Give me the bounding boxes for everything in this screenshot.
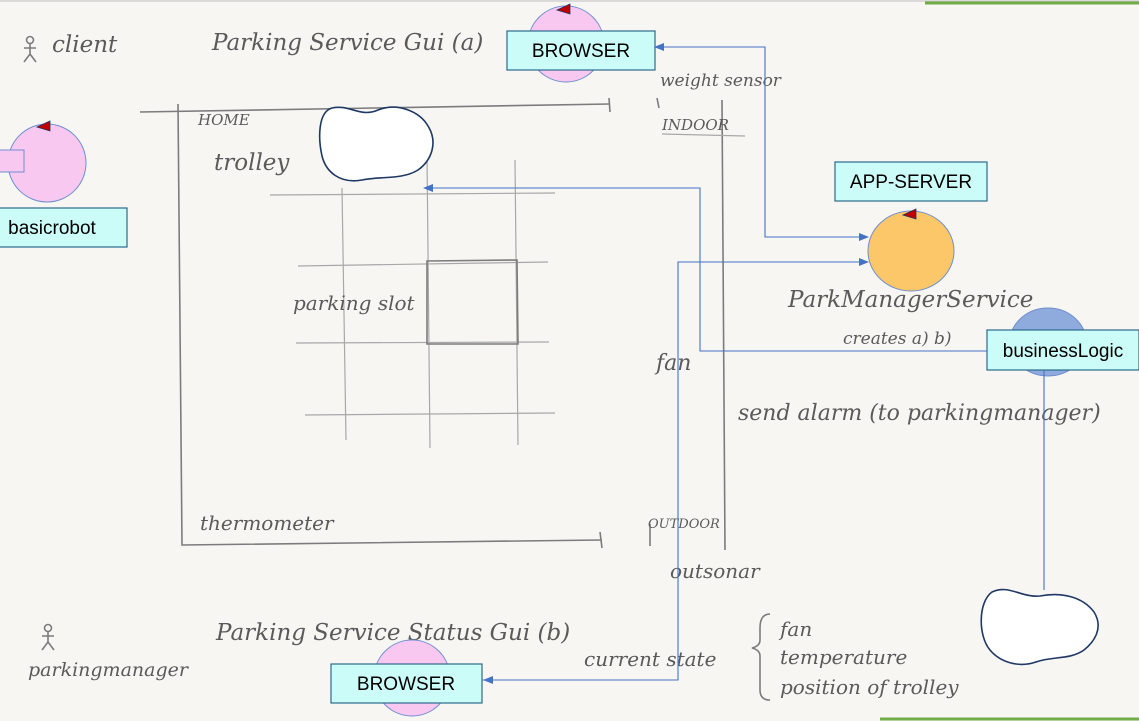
parking-slot-label: parking slot xyxy=(293,291,416,315)
browser-top-box xyxy=(506,30,656,71)
browser-bottom-box xyxy=(330,663,483,704)
weight-sensor-label: weight sensor xyxy=(660,71,782,91)
browser-top-flag-icon xyxy=(555,3,571,15)
browser-top-node[interactable]: BROWSER xyxy=(506,3,656,83)
send-alarm-label: send alarm (to parkingmanager) xyxy=(738,401,1101,426)
fan-label: fan xyxy=(654,351,691,376)
basicrobot-node[interactable]: basicrobot xyxy=(0,120,128,248)
current-state-label: current state xyxy=(584,647,716,671)
business-logic-node[interactable]: businessLogic xyxy=(986,307,1139,377)
state-position-label: position of trolley xyxy=(780,675,959,699)
app-server-label: APP-SERVER xyxy=(850,172,972,193)
basicrobot-box xyxy=(0,207,128,248)
basicrobot-port xyxy=(0,149,25,173)
parking-slot-box xyxy=(426,259,519,345)
creates-label: creates a) b) xyxy=(843,329,952,349)
browser-top-label: BROWSER xyxy=(532,41,630,62)
client-label: client xyxy=(52,32,118,58)
business-logic-box xyxy=(986,329,1139,371)
thermometer-label: thermometer xyxy=(200,511,335,535)
parking-manager-label: parkingmanager xyxy=(28,659,190,681)
app-server-node[interactable]: APP-SERVER xyxy=(834,161,988,292)
parking-service-gui-label: Parking Service Gui (a) xyxy=(211,30,483,56)
trolley-label: trolley xyxy=(214,150,290,176)
status-gui-label: Parking Service Status Gui (b) xyxy=(215,620,570,646)
park-manager-service-circle xyxy=(867,210,955,292)
app-server-box xyxy=(834,161,988,202)
browser-bottom-label: BROWSER xyxy=(357,674,455,695)
state-fan-label: fan xyxy=(778,617,812,641)
browser-bottom-node[interactable]: BROWSER xyxy=(330,639,483,717)
basicrobot-label: basicrobot xyxy=(8,218,96,239)
current-state-brace xyxy=(751,613,771,701)
outdoor-blob-shape xyxy=(980,588,1099,666)
connector-logic-trolley xyxy=(423,184,987,352)
home-label: HOME xyxy=(197,111,250,129)
app-server-flag-icon xyxy=(901,208,917,220)
business-logic-label: businessLogic xyxy=(1003,341,1123,362)
outsonar-label: outsonar xyxy=(670,559,761,583)
client-actor-icon xyxy=(23,35,37,63)
parking-area-sketch xyxy=(23,35,771,701)
trolley-blob-shape xyxy=(318,106,434,182)
indoor-label: INDOOR xyxy=(661,116,729,134)
state-temperature-label: temperature xyxy=(780,645,907,669)
basicrobot-flag-icon xyxy=(35,120,51,132)
parking-manager-actor-icon xyxy=(41,623,55,651)
outdoor-label: OUTDOOR xyxy=(648,517,720,532)
